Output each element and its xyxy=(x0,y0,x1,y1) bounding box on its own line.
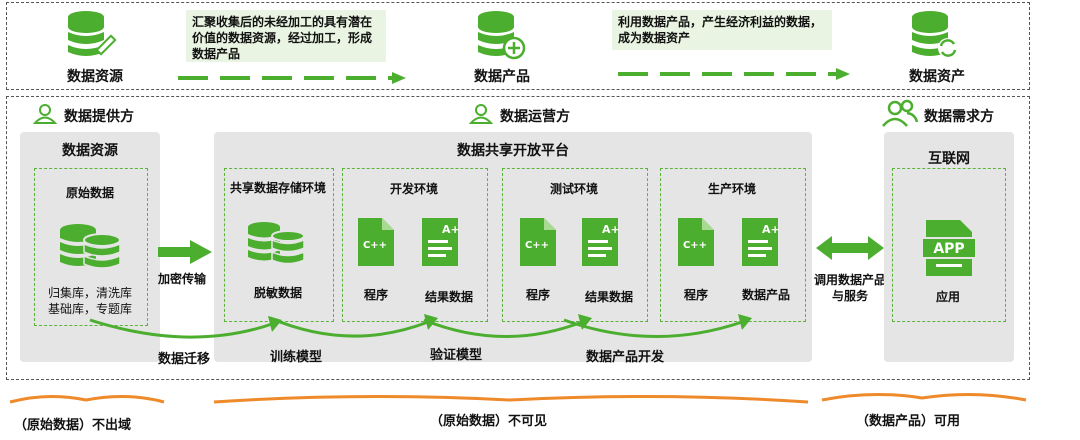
raw-data-desc-1: 归集库，清洗库 xyxy=(47,286,132,300)
prod-env-box xyxy=(660,168,806,322)
app-icon: APP xyxy=(921,220,977,276)
note-resource-to-product: 汇聚收集后的未经加工的具有潜在价值的数据资源，经过加工，形成数据产品 xyxy=(186,10,386,62)
platform-frame xyxy=(6,96,1030,380)
database-add-icon xyxy=(478,11,526,60)
flow-arc-develop xyxy=(563,314,752,338)
group-icon xyxy=(882,99,919,127)
role-operator: 数据运营方 xyxy=(500,109,570,125)
desensitized-data: 脱敏数据 xyxy=(253,286,302,300)
database-stack-icon xyxy=(248,222,305,265)
person-icon xyxy=(468,104,494,124)
note-product-to-asset: 利用数据产品，产生经济利益的数据，成为数据资产 xyxy=(612,10,832,50)
dev-program-label: 程序 xyxy=(363,288,388,302)
database-stack-icon xyxy=(60,224,121,269)
prod-env-title: 生产环境 xyxy=(707,182,756,196)
flow-arc-train xyxy=(269,314,438,338)
test-result-label: 结果数据 xyxy=(584,290,633,304)
code-file-icon: C++ xyxy=(520,218,556,266)
product-label: 数据产品 xyxy=(474,69,530,85)
migrate-label: 数据迁移 xyxy=(158,352,211,367)
call-service-label: 调用数据产品与服务 xyxy=(813,273,886,303)
role-provider: 数据提供方 xyxy=(64,109,134,125)
platform-title: 数据共享开放平台 xyxy=(457,143,569,159)
test-env-box xyxy=(502,168,648,322)
bracket-left xyxy=(9,394,165,404)
resource-label: 数据资源 xyxy=(67,69,123,85)
database-refresh-icon xyxy=(912,11,958,58)
dev-env-title: 开发环境 xyxy=(389,182,438,196)
svg-text:A+: A+ xyxy=(762,223,780,236)
top-lifecycle-frame xyxy=(6,2,1030,90)
bottom-center-label: （原始数据）不可见 xyxy=(430,414,548,429)
storage-title: 共享数据存储环境 xyxy=(229,181,326,195)
app-box xyxy=(892,168,1006,322)
code-file-icon-text: C++ xyxy=(525,240,549,251)
dashed-arrow-1 xyxy=(178,72,406,84)
code-file-icon: C++ xyxy=(678,218,714,266)
raw-data-title: 原始数据 xyxy=(65,186,114,200)
result-document-icon: A+ xyxy=(742,218,780,266)
bracket-center xyxy=(213,394,809,404)
develop-label: 数据产品开发 xyxy=(586,350,665,365)
internet-title: 互联网 xyxy=(928,151,970,167)
test-env-title: 测试环境 xyxy=(549,182,598,196)
person-icon xyxy=(32,104,58,124)
svg-text:A+: A+ xyxy=(442,223,460,236)
prod-program-label: 程序 xyxy=(683,288,708,302)
raw-data-box xyxy=(34,168,148,326)
encrypt-arrow xyxy=(158,240,212,264)
role-consumer: 数据需求方 xyxy=(924,109,994,125)
code-file-icon: C++ xyxy=(358,218,394,266)
asset-label: 数据资产 xyxy=(909,69,965,85)
code-file-icon-text: C++ xyxy=(683,240,707,251)
code-file-icon-text: C++ xyxy=(363,240,387,251)
dev-result-label: 结果数据 xyxy=(424,290,473,304)
encrypt-label: 加密传输 xyxy=(158,272,207,286)
bottom-right-label: （数据产品）可用 xyxy=(856,414,961,429)
bracket-right xyxy=(821,392,1027,402)
database-edit-icon xyxy=(68,11,117,56)
bottom-left-label: （原始数据）不出域 xyxy=(14,418,132,433)
raw-data-desc-2: 基础库，专题库 xyxy=(47,302,132,316)
dev-env-box xyxy=(342,168,488,322)
dashed-arrow-2 xyxy=(618,68,850,80)
app-icon-text: APP xyxy=(933,241,964,257)
verify-label: 验证模型 xyxy=(430,348,483,363)
test-program-label: 程序 xyxy=(525,288,550,302)
prod-product-label: 数据产品 xyxy=(741,288,790,302)
train-label: 训练模型 xyxy=(270,350,323,365)
app-label: 应用 xyxy=(935,290,960,304)
svg-text:A+: A+ xyxy=(602,223,620,236)
flow-arc-migrate xyxy=(89,316,282,339)
result-document-icon: A+ xyxy=(582,218,620,266)
bidirectional-arrow xyxy=(816,236,884,260)
result-document-icon: A+ xyxy=(422,218,460,266)
left-panel-title: 数据资源 xyxy=(62,143,118,159)
